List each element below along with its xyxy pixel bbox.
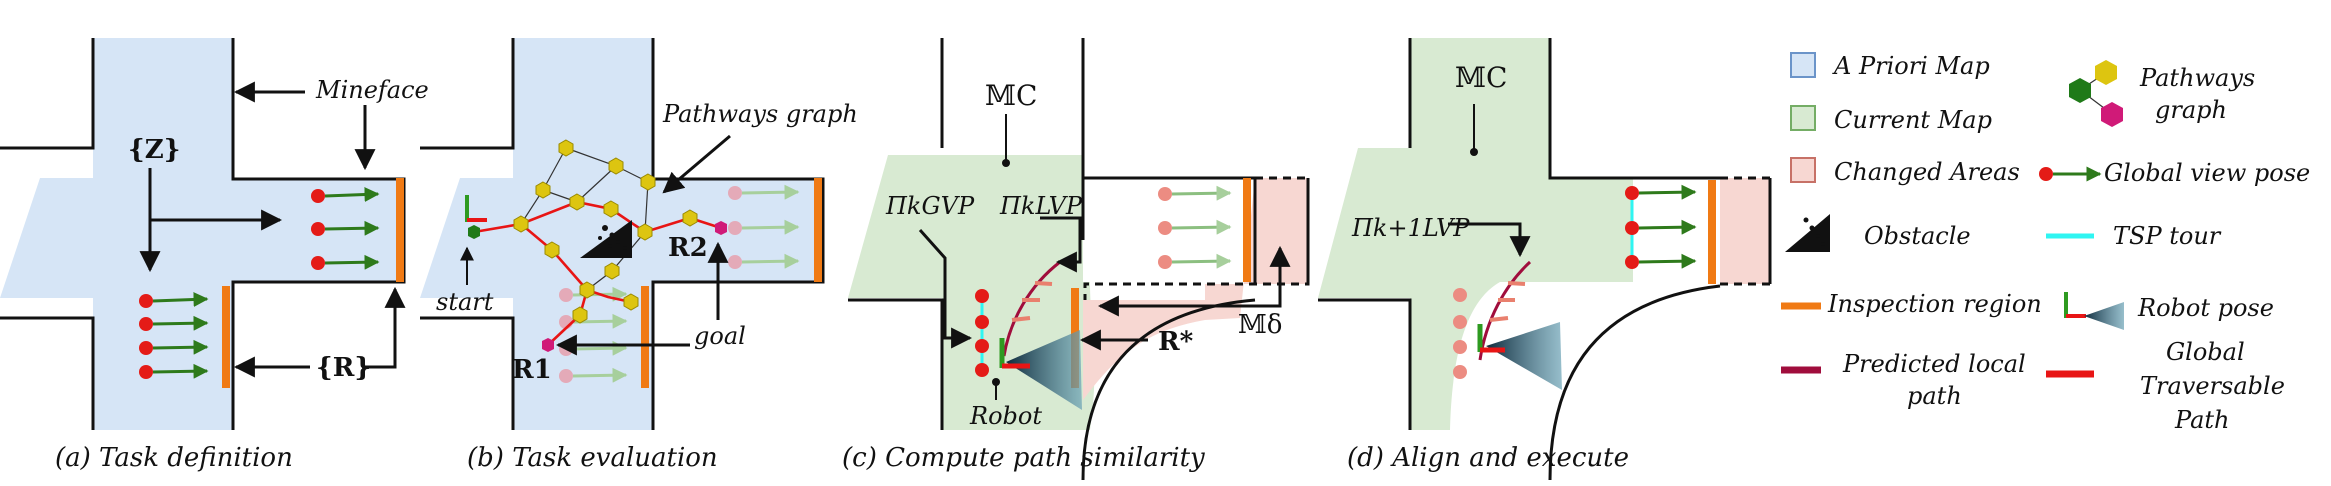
mine-walls — [420, 38, 825, 430]
pi-gvp-arrow — [918, 229, 973, 349]
r-arrow-up — [362, 286, 406, 369]
legend-graph-label-2: graph — [2155, 96, 2227, 124]
caption-a: (a) Task definition — [55, 443, 293, 473]
pi-lvp-label: ΠkLVP — [999, 192, 1083, 220]
mc-label: 𝕄C — [1455, 61, 1507, 94]
changed-area-region — [1083, 178, 1308, 400]
legend-current-label: Current Map — [1834, 106, 1992, 134]
start-node — [468, 225, 480, 239]
legend-global-path-label-3: Path — [2174, 406, 2229, 434]
pi-lvp-arrow — [1448, 222, 1531, 258]
robot-pose-c — [999, 338, 1030, 369]
r-set-label: {R} — [316, 353, 371, 383]
legend-tsp-label: TSP tour — [2113, 222, 2222, 250]
obstacle-icon — [580, 220, 632, 258]
obstacle-icon — [1785, 214, 1830, 252]
r2-label: R2 — [668, 233, 708, 263]
goal-label: goal — [694, 322, 746, 350]
mineface-label: Mineface — [315, 76, 429, 104]
sensor-cone — [1006, 330, 1082, 410]
legend-a-priori-swatch — [1790, 52, 1816, 78]
legend-obstacle-label: Obstacle — [1864, 222, 1971, 250]
legend-a-priori-label: A Priori Map — [1832, 52, 1990, 80]
local-path-ticks — [1011, 281, 1053, 322]
legend-graph-label-1: Pathways — [2139, 64, 2255, 92]
view-poses-d — [1625, 184, 1697, 269]
r-star-label: R* — [1158, 327, 1194, 357]
caption-d: (d) Align and execute — [1347, 443, 1629, 473]
legend-local-path-label-1: Predicted local — [1842, 350, 2026, 378]
mc-label: 𝕄C — [985, 79, 1037, 112]
caption-c: (c) Compute path similarity — [842, 443, 1205, 473]
goal-node-r2 — [715, 221, 727, 235]
mc-dot — [1002, 159, 1010, 167]
mine-walls — [848, 38, 1310, 481]
panel-b: Pathways graph R2 R1 start goal — [420, 38, 858, 430]
a-priori-map-region — [0, 38, 404, 430]
pi-gvp-label: ΠkGVP — [885, 192, 975, 220]
mine-walls — [1318, 38, 1772, 481]
view-poses-c — [975, 289, 989, 377]
faded-view-poses — [1453, 288, 1467, 379]
sensor-cone — [1486, 322, 1562, 390]
panel-c: 𝕄C ΠkGVP ΠkLVP R* 𝕄δ Robot — [848, 38, 1310, 481]
panel-d: 𝕄C Πk+1LVP — [1318, 38, 1772, 481]
start-label: start — [436, 288, 494, 316]
legend-global-path-label-2: Traversable — [2140, 372, 2285, 400]
panel-a: Mineface {Z} {R} — [0, 38, 429, 430]
pathways-graph-label: Pathways graph — [662, 100, 858, 128]
legend-view-pose-icon — [2039, 166, 2102, 182]
current-map-region — [1318, 38, 1633, 430]
robot-pose-start — [465, 195, 487, 222]
legend-view-pose-label: Global view pose — [2104, 159, 2310, 187]
m-delta-label: 𝕄δ — [1238, 310, 1282, 340]
goal-node-r1 — [542, 338, 554, 352]
view-poses-lower — [139, 292, 209, 379]
robot-label: Robot — [969, 402, 1042, 430]
changed-area-region — [1720, 178, 1770, 284]
m-delta-arrow — [1210, 245, 1291, 308]
r1-label: R1 — [512, 355, 552, 385]
legend-robot-pose-icon — [2064, 292, 2124, 330]
pathways-graph-nodes — [513, 139, 698, 324]
caption-b: (b) Task evaluation — [467, 443, 718, 473]
pi-lvp-arrow — [1040, 216, 1082, 273]
legend-local-path-label-2: path — [1907, 382, 1962, 410]
legend-graph-icon — [2069, 60, 2123, 127]
legend-current-swatch — [1790, 105, 1816, 131]
captions: (a) Task definition (b) Task evaluation … — [55, 443, 1629, 473]
legend-changed-swatch — [1790, 157, 1816, 183]
pathways-graph-arrow — [662, 134, 731, 194]
local-path-ticks — [1489, 281, 1526, 322]
view-poses-upper — [311, 187, 380, 270]
legend-inspection-label: Inspection region — [1827, 290, 2042, 318]
robot-pose-d — [1477, 324, 1505, 353]
mc-dot — [1470, 148, 1478, 156]
pi-lvp-label: Πk+1LVP — [1351, 214, 1470, 242]
legend: A Priori Map Current Map Changed Areas P… — [1781, 52, 2310, 434]
predicted-local-path — [1002, 260, 1061, 357]
faded-view-poses — [1158, 185, 1232, 269]
legend-robot-pose-label: Robot pose — [2137, 294, 2274, 322]
legend-changed-label: Changed Areas — [1834, 158, 2020, 186]
legend-global-path-label-1: Global — [2166, 338, 2245, 366]
z-set-label: {Z} — [128, 135, 180, 165]
